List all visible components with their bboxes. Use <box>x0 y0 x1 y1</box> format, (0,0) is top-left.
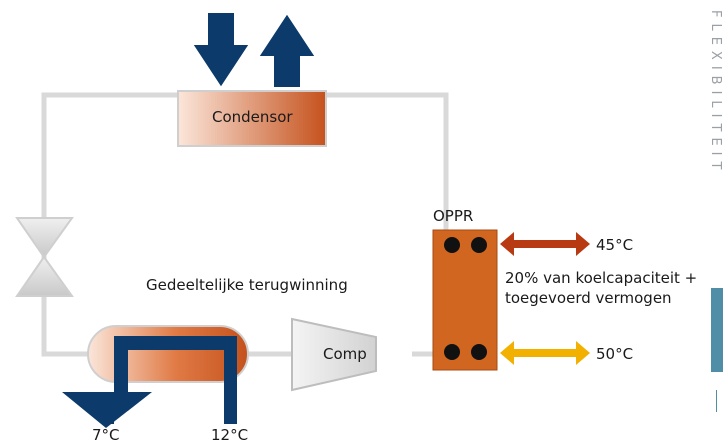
evaporator-water-flow <box>62 336 237 428</box>
partial-recovery-label: Gedeeltelijke terugwinning <box>146 276 348 294</box>
temp-hot-label: 45°C <box>596 236 634 254</box>
temp-warm-label: 50°C <box>596 345 634 363</box>
heat-exchanger <box>432 229 498 371</box>
side-vertical-text: FLEXIBILITEIT <box>708 10 723 176</box>
temp-out-label: 7°C <box>92 426 120 444</box>
oppr-label: OPPR <box>433 207 474 225</box>
expansion-valve-icon <box>15 217 74 297</box>
condenser-air-arrows <box>190 11 318 90</box>
compressor-shape <box>291 317 377 392</box>
capacity-label-line1: 20% van koelcapaciteit + <box>505 269 698 287</box>
condenser-label: Condensor <box>212 108 293 126</box>
arrow-up-icon <box>256 11 318 89</box>
temp-in-label: 12°C <box>211 426 249 444</box>
side-tab-secondary[interactable] <box>716 390 723 412</box>
hot-water-arrow-icon <box>500 232 590 256</box>
arrow-down-icon <box>190 11 252 90</box>
condenser-box <box>177 90 327 147</box>
arrow-down-left-icon <box>62 392 152 428</box>
capacity-label-line2: toegevoerd vermogen <box>505 289 672 307</box>
side-tab[interactable] <box>711 288 723 372</box>
compressor-label: Comp <box>323 345 367 363</box>
warm-water-arrow-icon <box>500 341 590 365</box>
